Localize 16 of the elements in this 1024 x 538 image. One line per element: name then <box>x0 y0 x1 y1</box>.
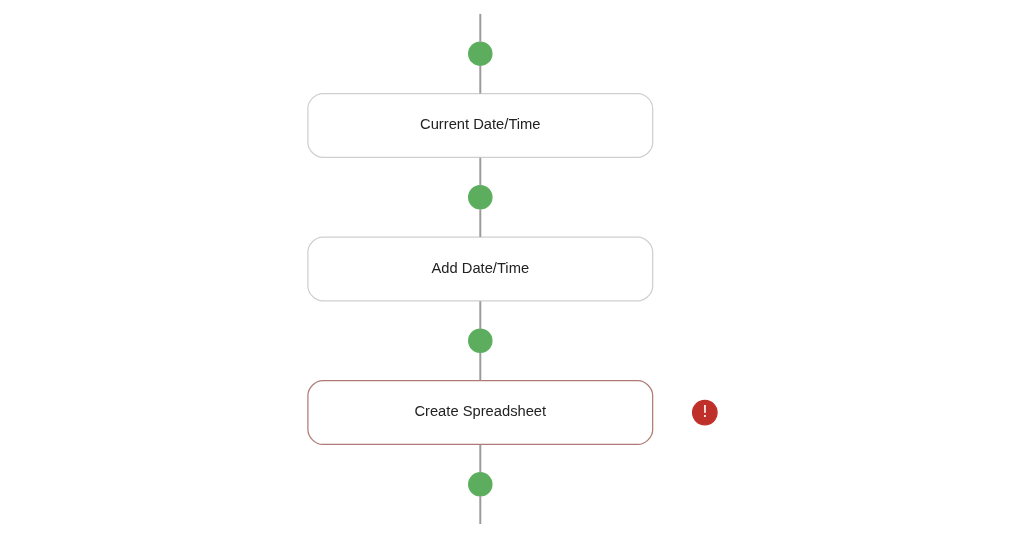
node-circle: ! <box>691 399 718 426</box>
node-circle <box>467 328 493 354</box>
connector <box>478 495 481 525</box>
connector <box>478 300 481 330</box>
connector <box>478 64 481 95</box>
node-box: Add Date/Time <box>306 236 653 302</box>
node-circle <box>467 184 493 210</box>
connector <box>478 156 481 187</box>
node-circle <box>467 41 493 66</box>
node-box: Current Date/Time <box>306 92 653 158</box>
node-box: Create Spreadsheet <box>306 380 653 446</box>
connector <box>478 443 481 474</box>
node-circle <box>467 472 493 497</box>
connector <box>478 351 481 382</box>
connector <box>478 208 481 238</box>
connector <box>478 12 481 43</box>
